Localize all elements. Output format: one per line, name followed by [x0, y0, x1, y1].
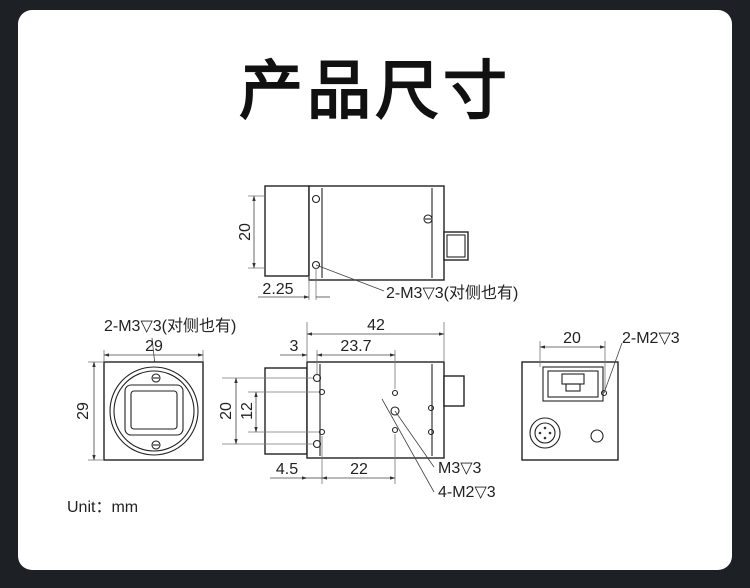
side-view-dim-12: 12	[239, 402, 256, 420]
front-view: 2-M3▽3(对侧也有) 29 29	[75, 317, 236, 461]
top-view-dim-offset: 2.25	[262, 281, 293, 298]
rear-view: 20 2-M2▽3	[521, 330, 680, 461]
side-view-callout-m3: M3▽3	[438, 460, 482, 477]
top-view-camera-body	[308, 185, 445, 281]
top-view-callout: 2-M3▽3(对侧也有)	[386, 284, 518, 302]
side-view-dim-22: 22	[350, 461, 368, 478]
side-view-camera-body	[306, 361, 445, 459]
rear-view-dim-width: 20	[563, 330, 581, 347]
side-view-dim-length: 42	[367, 317, 385, 334]
side-view-connector	[443, 375, 465, 407]
side-view: 42 3 23.7 20 12 4.5 22 M3▽3 4-M2▽3	[218, 317, 496, 501]
front-view-dim-width: 29	[145, 338, 163, 355]
top-view-connector	[443, 231, 469, 261]
rear-view-ethernet-port	[542, 366, 604, 402]
side-view-dim-4-5: 4.5	[276, 461, 298, 478]
side-view-dim-20: 20	[218, 402, 235, 420]
side-view-lens-mount	[264, 367, 308, 455]
top-view: 20 2.25 2-M3▽3(对侧也有)	[237, 185, 518, 302]
front-view-callout: 2-M3▽3(对侧也有)	[104, 317, 236, 335]
unit-label: Unit：mm	[67, 499, 138, 516]
side-view-callout-m2: 4-M2▽3	[438, 484, 496, 501]
side-view-dim-23-7: 23.7	[340, 338, 371, 355]
front-view-lens-ring	[109, 366, 199, 456]
side-view-dim-3: 3	[290, 338, 299, 355]
front-view-dim-height: 29	[75, 402, 92, 420]
top-view-dim-height: 20	[237, 223, 254, 241]
rear-view-body	[521, 361, 619, 461]
top-view-lens-mount	[264, 185, 310, 277]
rear-view-callout: 2-M2▽3	[622, 330, 680, 347]
front-view-sensor-window	[124, 384, 184, 436]
rear-view-io-connector	[529, 417, 561, 449]
rear-view-led	[590, 429, 604, 443]
page-title: 产品尺寸	[239, 55, 511, 129]
